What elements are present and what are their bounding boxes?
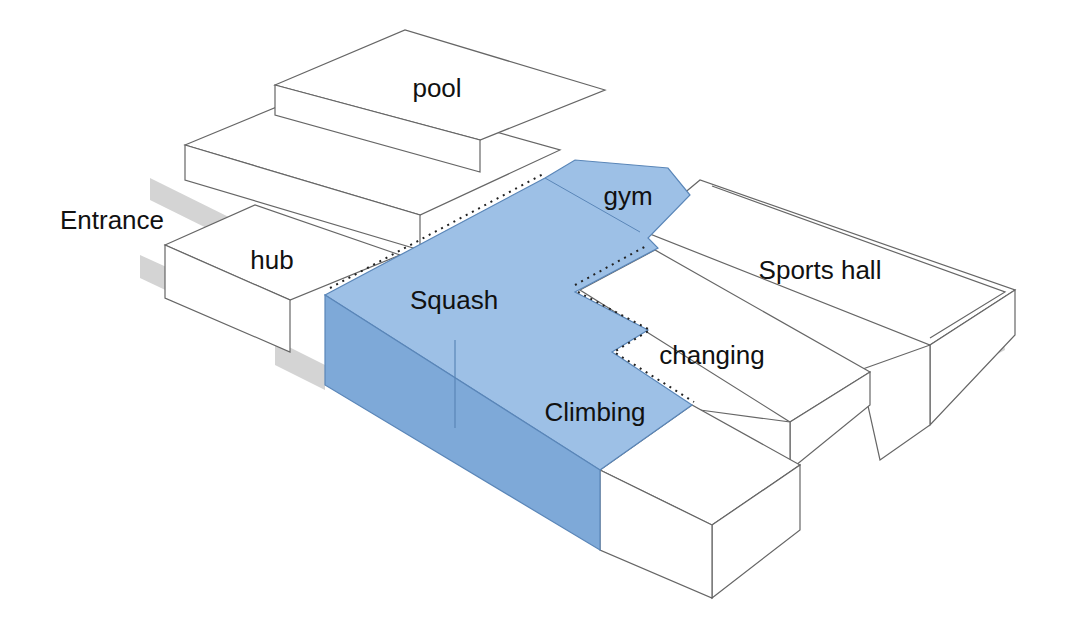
railings	[330, 173, 694, 402]
building-label: hub	[250, 246, 293, 275]
building-label: Squash	[410, 286, 498, 315]
building-label: Climbing	[544, 398, 645, 427]
buildings	[165, 30, 1015, 598]
blue-block	[325, 160, 692, 550]
building-label: Sports hall	[759, 256, 882, 285]
building-label: changing	[659, 341, 765, 370]
building-label: gym	[603, 182, 652, 211]
building-label: Entrance	[60, 206, 164, 235]
building-label: pool	[412, 74, 461, 103]
